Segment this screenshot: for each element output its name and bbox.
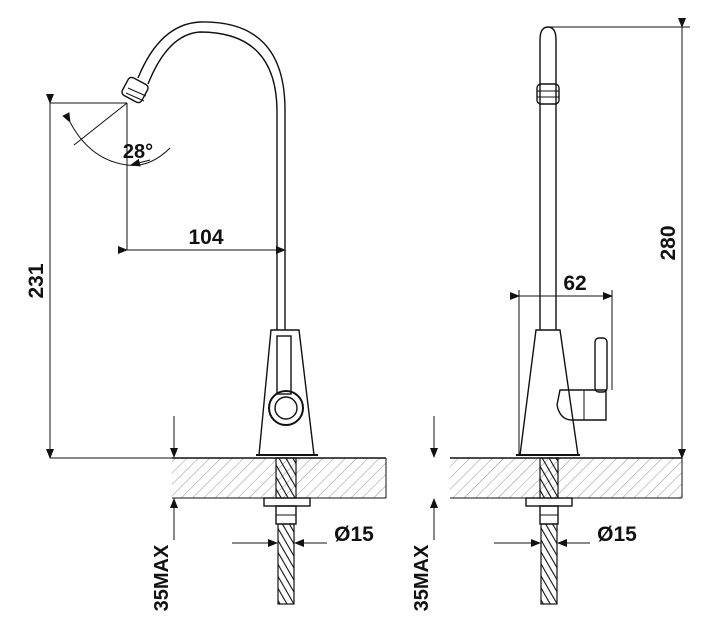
aerator-side: [536, 83, 560, 105]
washer-side: [525, 497, 573, 507]
reach-label: 104: [188, 226, 223, 249]
thread-label-side: Ø15: [597, 523, 637, 546]
max-thickness-side: 35MAX: [411, 416, 438, 611]
thread-diameter-side: Ø15: [494, 523, 637, 547]
thread-label-front: Ø15: [334, 523, 374, 546]
height-label-front: 231: [25, 263, 48, 298]
angle-label: 28°: [123, 141, 153, 163]
height-label-side: 280: [657, 225, 680, 260]
lever-front: [276, 335, 292, 395]
washer-front: [263, 497, 311, 507]
spout-outer-front: [137, 21, 286, 330]
thread-diameter-front: Ø15: [232, 523, 374, 547]
handle-side: [556, 389, 607, 421]
front-view: 28° 104 231 35MAX Ø15: [25, 21, 387, 611]
height-dimension-side: 280: [548, 18, 690, 459]
threaded-rod-front: [277, 523, 295, 605]
side-view: 62 280 35MAX Ø15: [411, 18, 690, 611]
max-thickness-front: 35MAX: [151, 416, 178, 611]
width-dimension-side: 62: [510, 272, 613, 455]
body-side: [519, 329, 579, 456]
width-label-side: 62: [563, 272, 586, 295]
shank-front: [275, 457, 297, 499]
threaded-rod-side: [540, 523, 558, 605]
body-front: [258, 329, 315, 456]
aerator-front: [121, 76, 149, 104]
reach-dimension: 104: [118, 226, 286, 262]
max-label-side: 35MAX: [411, 544, 433, 611]
max-label-front: 35MAX: [151, 544, 173, 611]
shank-side: [539, 457, 559, 499]
spout-inner-front: [147, 31, 278, 330]
angle-annotation: 28°: [50, 102, 171, 250]
countertop-side: [450, 458, 682, 498]
handle-knob-front: [268, 390, 304, 426]
height-dimension-front: 231: [25, 94, 54, 459]
spout-side: [539, 26, 557, 330]
lever-side: [594, 337, 608, 393]
